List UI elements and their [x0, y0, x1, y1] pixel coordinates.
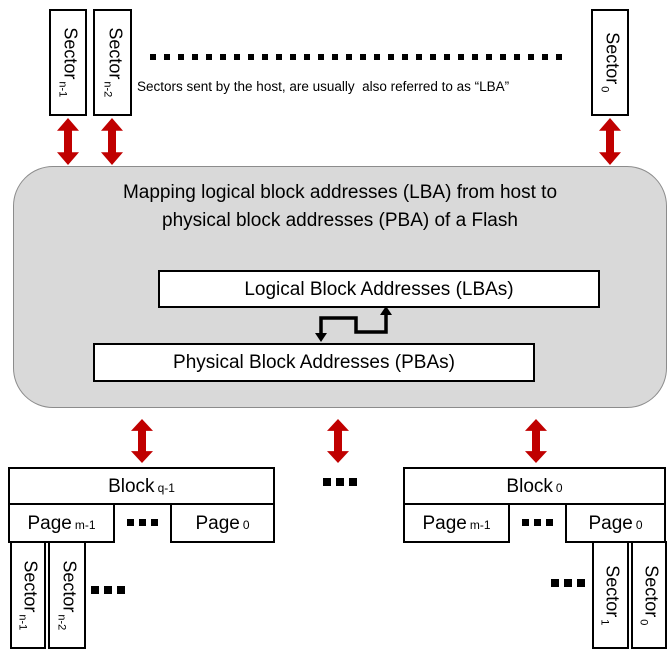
lba-pba-connector-icon [315, 306, 392, 342]
block-label: Block [108, 475, 155, 497]
updown-arrow-icon [599, 118, 621, 165]
page-label: Page [27, 512, 72, 534]
page-subscript: 0 [635, 518, 643, 532]
sector-subscript: 0 [637, 618, 650, 626]
sector-subscript: n-2 [55, 614, 68, 630]
flash-sector-box: Sector0 [631, 541, 667, 649]
sector-subscript: n-2 [101, 81, 114, 98]
pages-ellipsis-dots [522, 519, 553, 526]
host-sector-box: Sector0 [591, 9, 629, 116]
sector-subscript: n-1 [16, 614, 29, 630]
page-subscript: m-1 [74, 518, 96, 532]
flash-sector-label: Sectorn-2 [55, 560, 80, 630]
sector-subscript: n-1 [56, 81, 69, 98]
host-caption: Sectors sent by the host, are usually al… [137, 79, 510, 94]
page-subscript: 0 [242, 518, 250, 532]
sectors-ellipsis-dots [91, 586, 125, 594]
sectors-ellipsis-dots [551, 579, 585, 587]
block-label: Block [506, 475, 553, 497]
lba-label: Logical Block Addresses (LBAs) [244, 278, 514, 300]
flash-sector-label: Sectorn-1 [16, 560, 41, 630]
blocks-ellipsis-dots [323, 478, 357, 486]
block-subscript: 0 [555, 481, 563, 495]
updown-arrow-icon [101, 118, 123, 165]
page-label: Page [422, 512, 467, 534]
host-sectors-ellipsis-dots [150, 54, 568, 60]
host-sector-label: Sector0 [598, 32, 623, 93]
pba-label: Physical Block Addresses (PBAs) [173, 352, 455, 373]
pages-ellipsis-dots [127, 519, 158, 526]
panel-title-line1: Mapping logical block addresses (LBA) fr… [122, 182, 558, 203]
flash-sector-box: Sectorn-1 [10, 541, 46, 649]
panel-title-line2: physical block addresses (PBA) of a Flas… [162, 210, 518, 231]
flash-sector-label: Sector1 [599, 564, 623, 626]
flash-sector-box: Sectorn-2 [48, 541, 86, 649]
lba-box: Logical Block Addresses (LBAs) [158, 270, 600, 308]
host-sector-label: Sectorn-2 [101, 27, 125, 98]
sector-subscript: 0 [598, 86, 611, 93]
pba-box: Physical Block Addresses (PBAs) [93, 343, 535, 382]
updown-arrow-icon [525, 419, 547, 463]
updown-arrow-icon [327, 419, 349, 463]
updown-arrow-icon [131, 419, 153, 463]
flash-sector-label: Sector0 [637, 564, 662, 626]
sector-subscript: 1 [599, 618, 612, 626]
page-label: Page [588, 512, 633, 534]
host-sector-label: Sectorn-1 [56, 27, 81, 98]
host-sector-box: Sectorn-1 [49, 9, 87, 116]
page-label: Page [195, 512, 240, 534]
host-sector-box: Sectorn-2 [93, 9, 132, 116]
page-subscript: m-1 [469, 518, 491, 532]
block-subscript: q-1 [157, 481, 175, 495]
flash-sector-box: Sector1 [592, 541, 629, 649]
updown-arrow-icon [57, 118, 79, 165]
